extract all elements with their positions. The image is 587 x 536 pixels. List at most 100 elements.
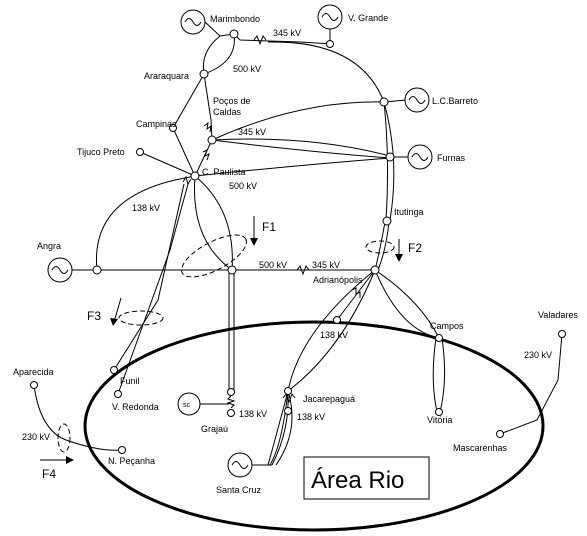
cut-f3 xyxy=(118,310,164,326)
line-pocos-furnas-2 xyxy=(211,139,391,159)
transformer-pocos xyxy=(203,121,212,133)
bus-jacarepagua-138 xyxy=(284,407,292,415)
bus-grajau-138 xyxy=(227,409,235,417)
synchronous-compensator-grajau: sc xyxy=(177,392,201,416)
label-grajau: Grajaú xyxy=(201,424,228,434)
area-rio-title: Área Rio xyxy=(311,467,404,494)
bus-grajau-top xyxy=(227,265,237,275)
line-lcbarreto-itutinga-2 xyxy=(383,101,395,221)
line-adrianopolis-jacarepagua-2 xyxy=(287,269,376,392)
line-adrianopolis-campos-1 xyxy=(374,269,440,339)
label-angra: Angra xyxy=(37,241,61,251)
generator-v-grande xyxy=(317,4,343,30)
label-aparecida: Aparecida xyxy=(13,367,54,377)
line-marimbondo-gen xyxy=(204,21,235,37)
transformer-grajau xyxy=(226,395,236,409)
flow-f4: F4 xyxy=(42,467,56,481)
label-c-paulista: C. Paulista xyxy=(202,167,246,177)
cut-f1 xyxy=(181,234,247,278)
line-itutinga-adrianopolis-2 xyxy=(377,221,390,271)
bus-c-paulista xyxy=(190,171,200,181)
bus-mascarenhas xyxy=(496,430,504,438)
line-jacarepagua-santacruz-2 xyxy=(275,390,293,466)
cut-f4 xyxy=(57,423,71,453)
bus-grajau-500 xyxy=(227,388,235,396)
line-aparecida-npecanha xyxy=(33,384,123,451)
generator-lc-barreto xyxy=(404,87,430,113)
bus-jacarepagua xyxy=(284,387,292,395)
bus-vitoria xyxy=(435,408,443,416)
bus-marimbondo xyxy=(229,29,239,39)
label-funil: Funil xyxy=(120,376,140,386)
bus-tijuco-preto xyxy=(136,148,144,156)
line-angra-cpaulista xyxy=(95,175,196,271)
bus-adrianopolis-138 xyxy=(333,316,341,324)
cut-f2 xyxy=(365,240,395,254)
label-campos: Campos xyxy=(430,321,464,331)
line-araraquara-campinas xyxy=(172,73,205,129)
line-adrianopolis-138 xyxy=(336,269,376,321)
label-itutinga: Itutinga xyxy=(394,207,424,217)
bus-aparecida xyxy=(30,381,38,389)
line-valadares-mascarenhas xyxy=(499,333,563,435)
label-valadares: Valadares xyxy=(538,310,578,320)
line-marimbondo-right xyxy=(267,41,385,103)
label-v-redonda: V. Redonda xyxy=(112,402,159,412)
voltage-138-adrianopolis: 138 kV xyxy=(320,330,348,340)
area-rio-box xyxy=(303,456,430,500)
line-adrianopolis-campos-2 xyxy=(374,269,440,339)
label-n-pecanha: N. Peçanha xyxy=(108,456,155,466)
line-campinas-cpaulista xyxy=(172,127,196,177)
voltage-138-grajau: 138 kV xyxy=(239,409,267,419)
bus-angra xyxy=(92,265,102,275)
bus-campos xyxy=(435,334,443,342)
label-tijuco-preto: Tijuco Preto xyxy=(77,147,125,157)
line-lcbarreto-itutinga-1 xyxy=(383,101,389,221)
line-tijuco-cpaulista xyxy=(139,151,196,177)
line-jacarepagua-santacruz-3 xyxy=(267,390,289,466)
label-v-grande: V. Grande xyxy=(348,13,388,23)
line-campos-vitoria-1 xyxy=(432,337,438,413)
bus-itutinga xyxy=(382,216,392,226)
arrow-f2 xyxy=(395,239,403,262)
arrow-f3 xyxy=(110,297,122,326)
voltage-138-left: 138 kV xyxy=(132,203,160,213)
line-pocos-cpaulista xyxy=(194,139,213,177)
bus-furnas xyxy=(385,152,395,162)
generator-marimbondo xyxy=(180,9,206,35)
generator-furnas xyxy=(407,144,433,170)
voltage-345-top: 345 kV xyxy=(273,28,301,38)
transformer-angra xyxy=(296,264,310,276)
label-vitoria: Vitória xyxy=(427,415,452,425)
label-pocos-2: Caldas xyxy=(213,107,242,117)
bus-funil xyxy=(110,366,118,374)
transformer-adrianopolis xyxy=(351,287,361,298)
label-lc-barreto: L.C.Barreto xyxy=(432,96,478,106)
line-marimbondo-araraquara-2 xyxy=(203,33,235,75)
transformer-cpaulista-b xyxy=(182,175,192,186)
label-pocos-1: Poços de xyxy=(213,96,251,106)
bus-campinas xyxy=(169,124,177,132)
voltage-500-araraquara: 500 kV xyxy=(233,64,261,74)
flow-f1: F1 xyxy=(262,220,276,234)
line-pocos-lcbarreto xyxy=(211,101,385,141)
line-pocos-furnas-1 xyxy=(211,138,391,157)
bus-araraquara xyxy=(199,69,209,79)
line-cpaulista-grajau-a xyxy=(194,175,233,271)
bus-v-grande xyxy=(326,40,334,48)
flow-f3: F3 xyxy=(87,309,101,323)
bus-pocos xyxy=(207,135,217,145)
bus-lc-barreto xyxy=(379,97,389,107)
voltage-500-cpaulista: 500 kV xyxy=(229,181,257,191)
label-adrianopolis: Adrianópolis xyxy=(313,275,363,285)
voltage-500-mid: 500 kV xyxy=(259,260,287,270)
transformer-jacarepagua xyxy=(282,392,296,404)
bus-valadares xyxy=(558,330,566,338)
generator-angra xyxy=(47,257,73,283)
label-mascarenhas: Mascarenhas xyxy=(453,443,508,453)
line-jacarepagua-santacruz-1 xyxy=(271,390,289,466)
line-araraquara-pocos xyxy=(203,73,213,141)
line-itutinga-adrianopolis-1 xyxy=(374,221,386,271)
transformer-marimbondo xyxy=(253,34,267,46)
